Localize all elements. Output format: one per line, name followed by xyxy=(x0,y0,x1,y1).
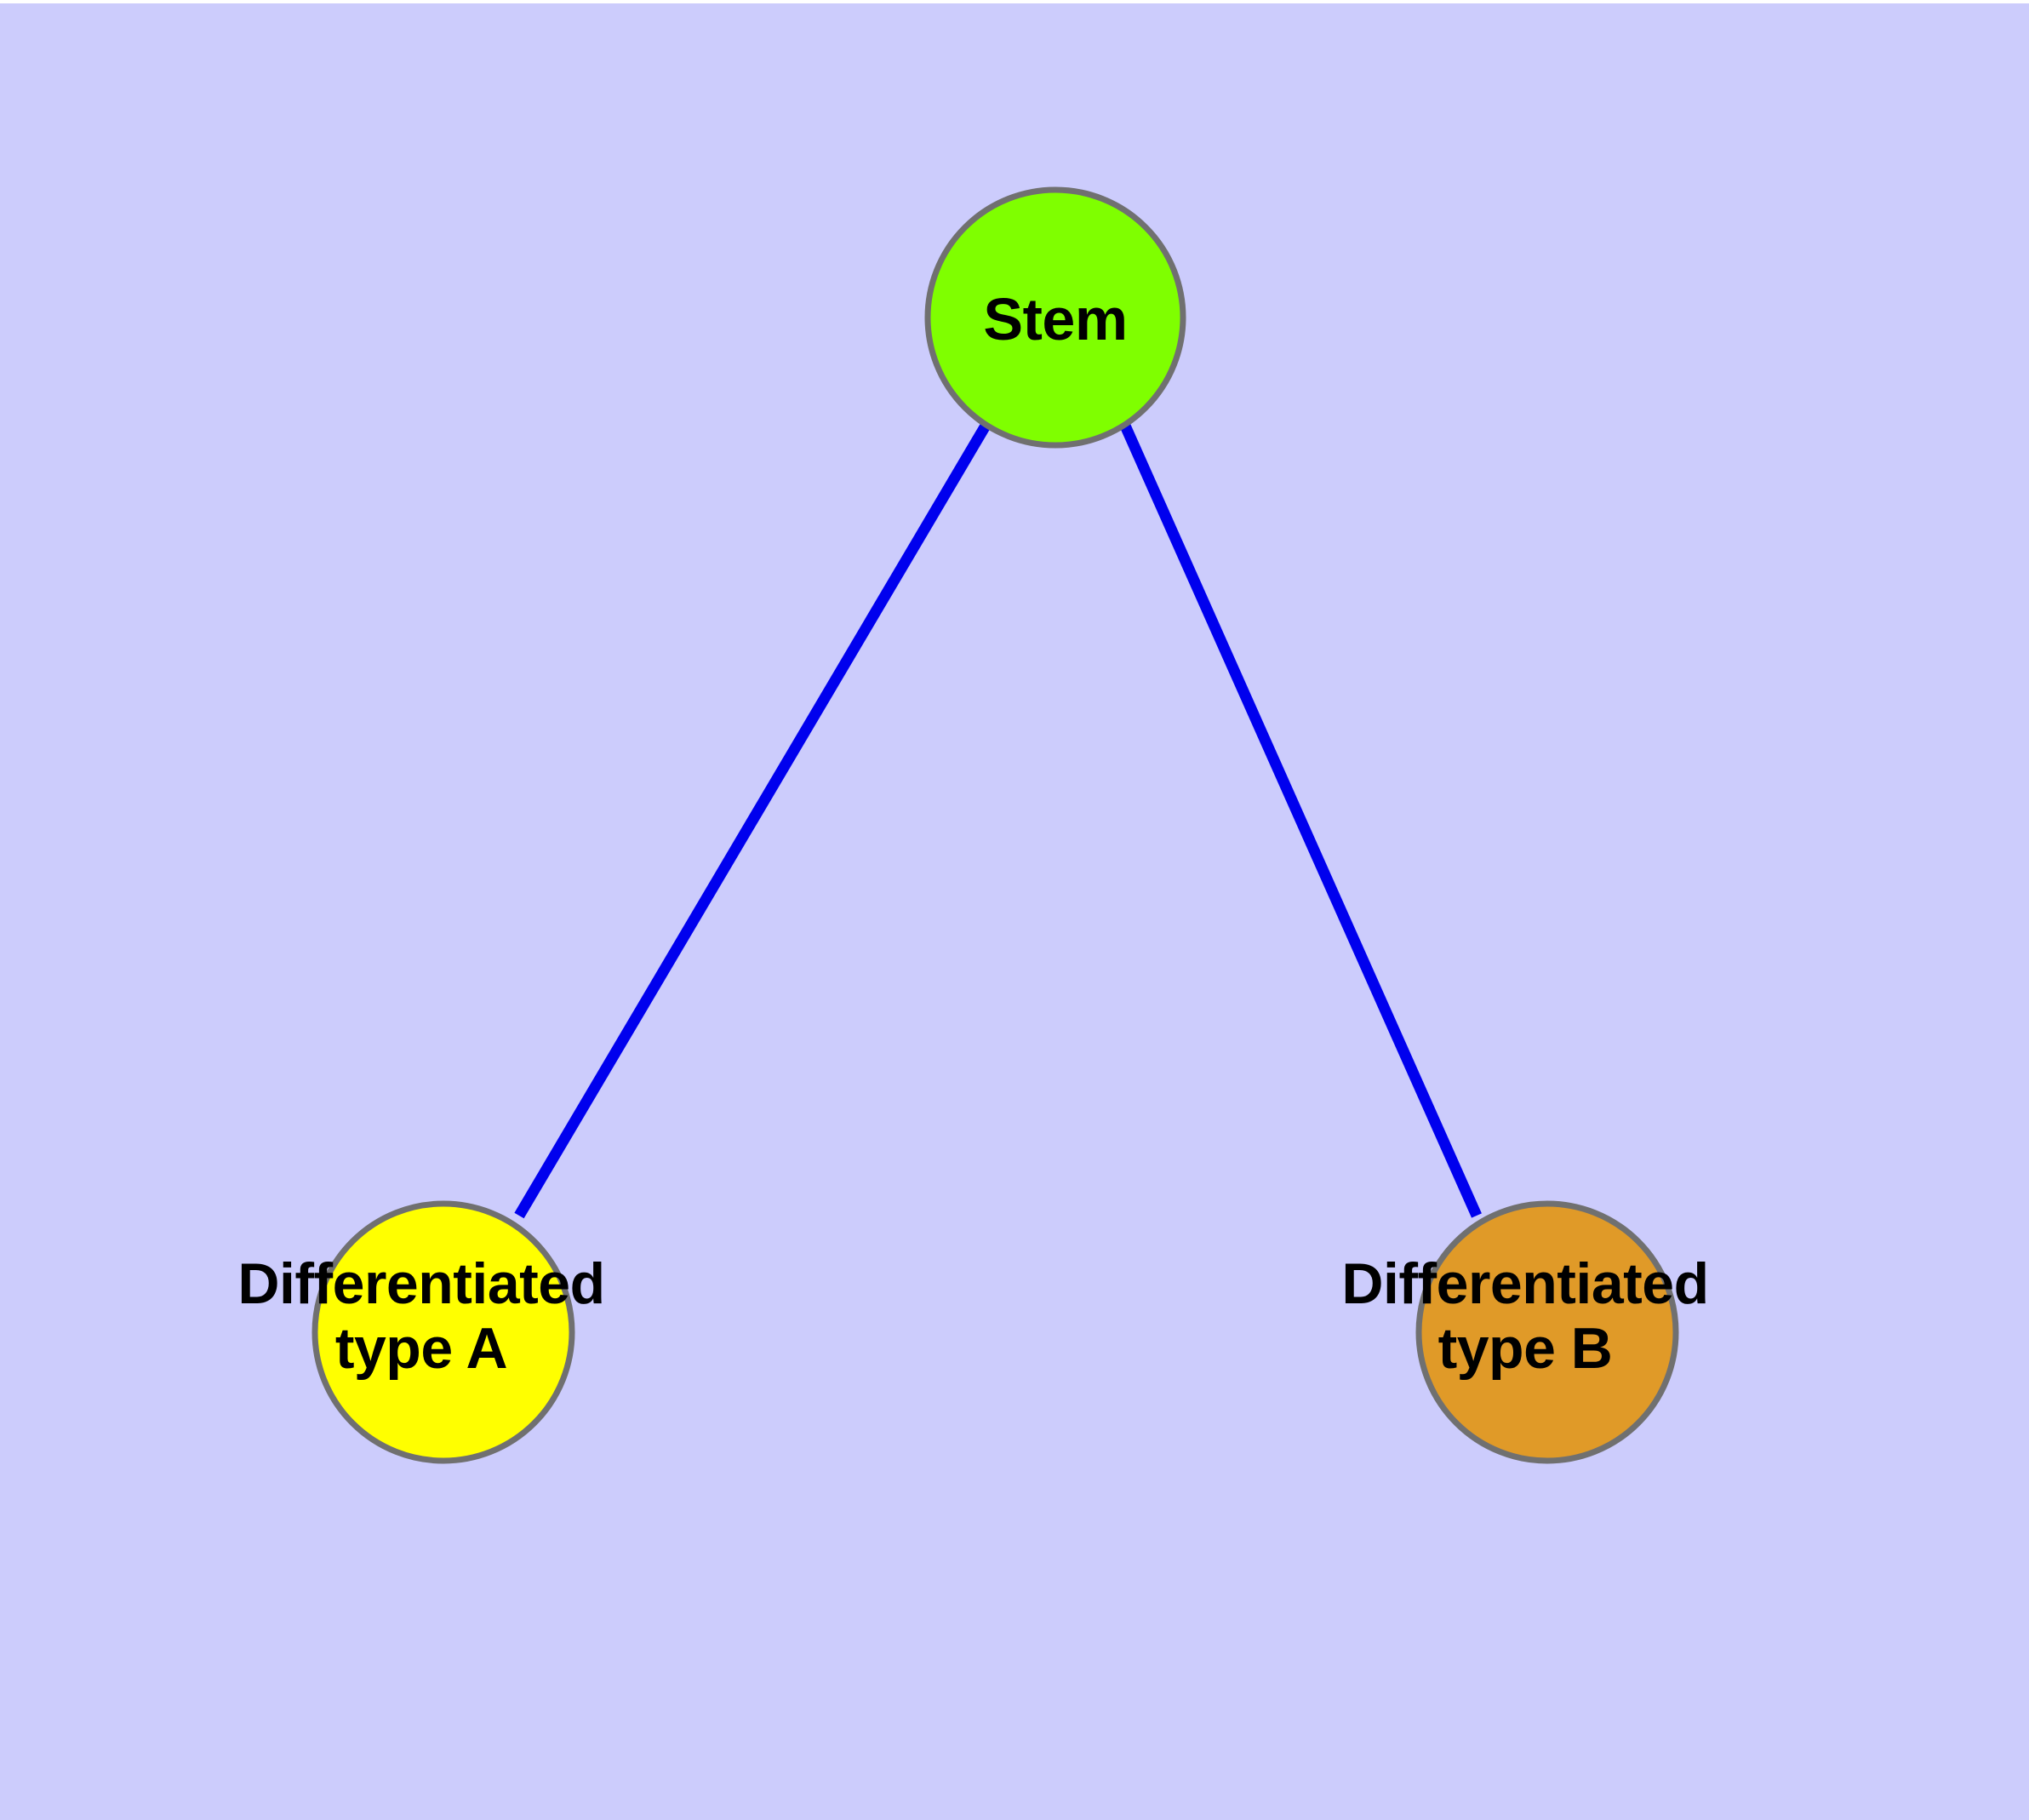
node-differentiated-type-a[interactable] xyxy=(311,1200,575,1464)
edge-stem-to-differentiated-type-a[interactable] xyxy=(514,422,991,1219)
node-stem[interactable] xyxy=(924,186,1186,449)
node-differentiated-type-b[interactable] xyxy=(1415,1200,1679,1464)
edge-stem-to-differentiated-type-b[interactable] xyxy=(1120,423,1482,1218)
node-layer xyxy=(311,186,1679,1464)
edge-layer xyxy=(514,422,1482,1219)
